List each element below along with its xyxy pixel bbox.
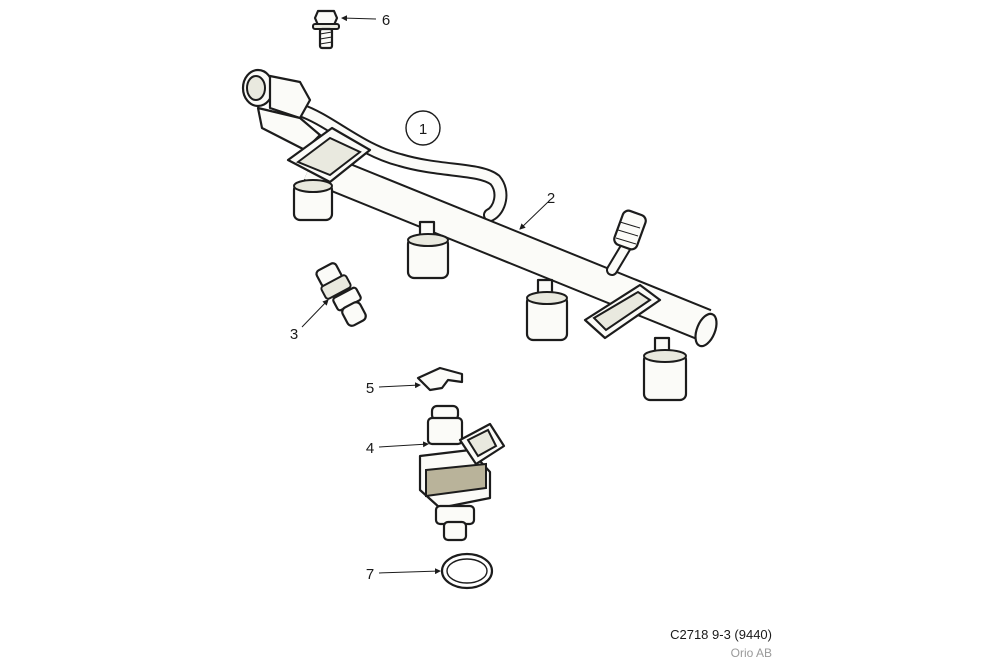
copyright-owner: Orio AB bbox=[730, 646, 772, 660]
callout-circle-1 bbox=[405, 110, 441, 146]
leader-line-3 bbox=[301, 299, 329, 328]
leader-line-5 bbox=[378, 382, 421, 389]
diagram-code: C2718 9-3 (9440) bbox=[670, 627, 772, 642]
callout-3: 3 bbox=[290, 326, 298, 343]
bolt-part bbox=[312, 9, 340, 50]
leader-line-6 bbox=[341, 15, 377, 22]
leader-line-4 bbox=[378, 441, 429, 448]
injector-cup bbox=[525, 278, 569, 342]
injector-cup bbox=[642, 336, 688, 402]
injector-cup bbox=[406, 220, 450, 280]
callout-7: 7 bbox=[366, 566, 374, 583]
clip-part bbox=[416, 366, 464, 392]
leader-line-7 bbox=[378, 568, 441, 575]
callout-4: 4 bbox=[366, 440, 374, 457]
fuel-rail-part bbox=[241, 68, 718, 402]
callout-5: 5 bbox=[366, 380, 374, 397]
pressure-fitting-part bbox=[315, 262, 367, 327]
callout-6: 6 bbox=[382, 12, 390, 29]
injector-cup bbox=[292, 179, 334, 222]
callout-2: 2 bbox=[547, 190, 555, 207]
callout-1: 1 bbox=[419, 121, 427, 138]
fuel-injector-part bbox=[418, 404, 506, 542]
o-ring-part bbox=[440, 552, 494, 590]
leader-line-2 bbox=[519, 201, 549, 230]
